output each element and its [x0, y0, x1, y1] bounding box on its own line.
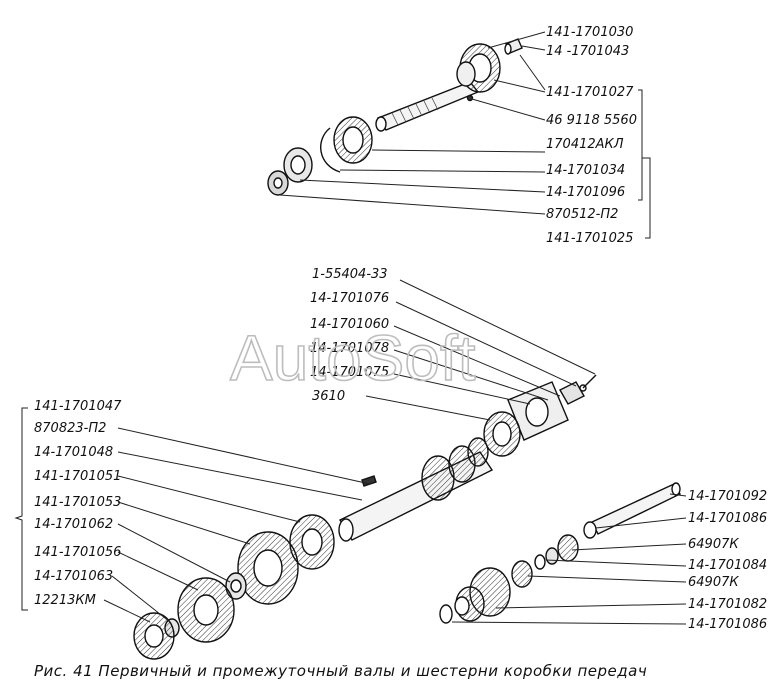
- label-141-1701025: 141-1701025: [546, 231, 633, 246]
- left-labels: 141-1701047 870823-П2 14-1701048 141-170…: [34, 399, 122, 608]
- label-64907k-b: 64907К: [688, 575, 739, 590]
- label-141-1701047: 141-1701047: [34, 399, 122, 414]
- lock-washer-bottom: [439, 604, 453, 624]
- label-14-1701082: 14-1701082: [688, 597, 767, 612]
- shaft-gear-3: [467, 437, 489, 467]
- label-14-1701086-b: 14-1701086: [688, 617, 767, 632]
- label-141-1701056: 141-1701056: [34, 545, 121, 560]
- figure-caption: Рис. 41 Первичный и промежуточный валы и…: [34, 662, 647, 680]
- lock-plate: [559, 381, 585, 405]
- primary-shaft-assembly: [267, 38, 523, 196]
- label-64907k-a: 64907К: [688, 537, 739, 552]
- needle-bearing-upper: [557, 534, 579, 562]
- middle-leader-lines: [365, 279, 596, 421]
- primary-shaft: [376, 81, 480, 131]
- bolt: [582, 374, 597, 389]
- label-14-1701048: 14-1701048: [34, 445, 113, 460]
- label-141-1701051: 141-1701051: [34, 469, 121, 484]
- label-170412akl: 170412АКЛ: [546, 137, 624, 152]
- middle-labels: 1-55404-33 14-1701076 14-1701060 14-1701…: [310, 267, 389, 404]
- label-14-1701063: 14-1701063: [34, 569, 113, 584]
- ball: [466, 94, 474, 102]
- label-14-1701096: 14-1701096: [546, 185, 625, 200]
- gear-bore-b: [253, 549, 283, 587]
- spacer-bore: [230, 579, 242, 593]
- top-brackets: [638, 89, 651, 239]
- pin-end: [504, 43, 512, 55]
- lock-washer-top: [583, 521, 597, 539]
- countershaft-assembly: [133, 374, 597, 660]
- watermark: AutoSoft: [230, 322, 476, 394]
- countershaft-end: [338, 518, 354, 542]
- right-leader-lines: [451, 493, 687, 625]
- label-870823-p2: 870823-П2: [34, 421, 106, 436]
- label-14-1701062: 14-1701062: [34, 517, 113, 532]
- label-1-55404-33: 1-55404-33: [312, 267, 388, 282]
- label-12213km: 12213КМ: [34, 593, 96, 608]
- label-14-1701092: 14-1701092: [688, 489, 767, 504]
- gear-hub: [456, 61, 476, 87]
- label-141-1701053: 141-1701053: [34, 495, 121, 510]
- label-14-1701075: 14-1701075: [310, 365, 389, 380]
- label-14-1701084: 14-1701084: [688, 558, 767, 573]
- bearing-12213KM-bore: [144, 624, 164, 648]
- nut-bore: [273, 177, 283, 189]
- snap-ring: [320, 127, 341, 173]
- gear-bore-c: [193, 594, 219, 626]
- spacer-ring-inner: [534, 554, 546, 570]
- label-141-1701030: 141-1701030: [546, 25, 633, 40]
- left-leader-lines: [103, 427, 371, 623]
- label-14-1701078: 14-1701078: [310, 341, 389, 356]
- cover-bore: [525, 397, 549, 427]
- top-labels: 141-1701030 14 -1701043 141-1701027 46 9…: [546, 25, 637, 246]
- label-14-1701034: 14-1701034: [546, 163, 625, 178]
- spacer-ring: [545, 547, 559, 565]
- label-14-1701060: 14-1701060: [310, 317, 389, 332]
- gear-bore-a: [301, 528, 323, 556]
- reverse-idler-assembly: [439, 482, 681, 624]
- label-141-1701027: 141-1701027: [546, 85, 634, 100]
- top-leader-lines: [279, 31, 546, 215]
- bearing-bore: [342, 126, 364, 154]
- label-14-1701086-a: 14-1701086: [688, 511, 767, 526]
- roller-bearing-bore: [492, 421, 512, 447]
- shaft-end: [375, 116, 387, 132]
- left-bracket: [14, 407, 28, 611]
- shaft-splines: [391, 97, 439, 126]
- right-labels: 14-1701092 14-1701086 64907К 14-1701084 …: [688, 489, 767, 632]
- idler-gear-bore: [454, 596, 470, 616]
- label-46-9118-5560: 46 9118 5560: [546, 113, 637, 128]
- label-14-1701043: 14 -1701043: [546, 44, 629, 59]
- ring-bore: [290, 155, 306, 175]
- label-3610: 3610: [312, 389, 345, 404]
- label-14-1701076: 14-1701076: [310, 291, 389, 306]
- needle-bearing-lower: [511, 560, 533, 588]
- label-870512-p2: 870512-П2: [546, 207, 618, 222]
- woodruff-key: [361, 475, 377, 487]
- idler-shaft-end: [671, 482, 681, 496]
